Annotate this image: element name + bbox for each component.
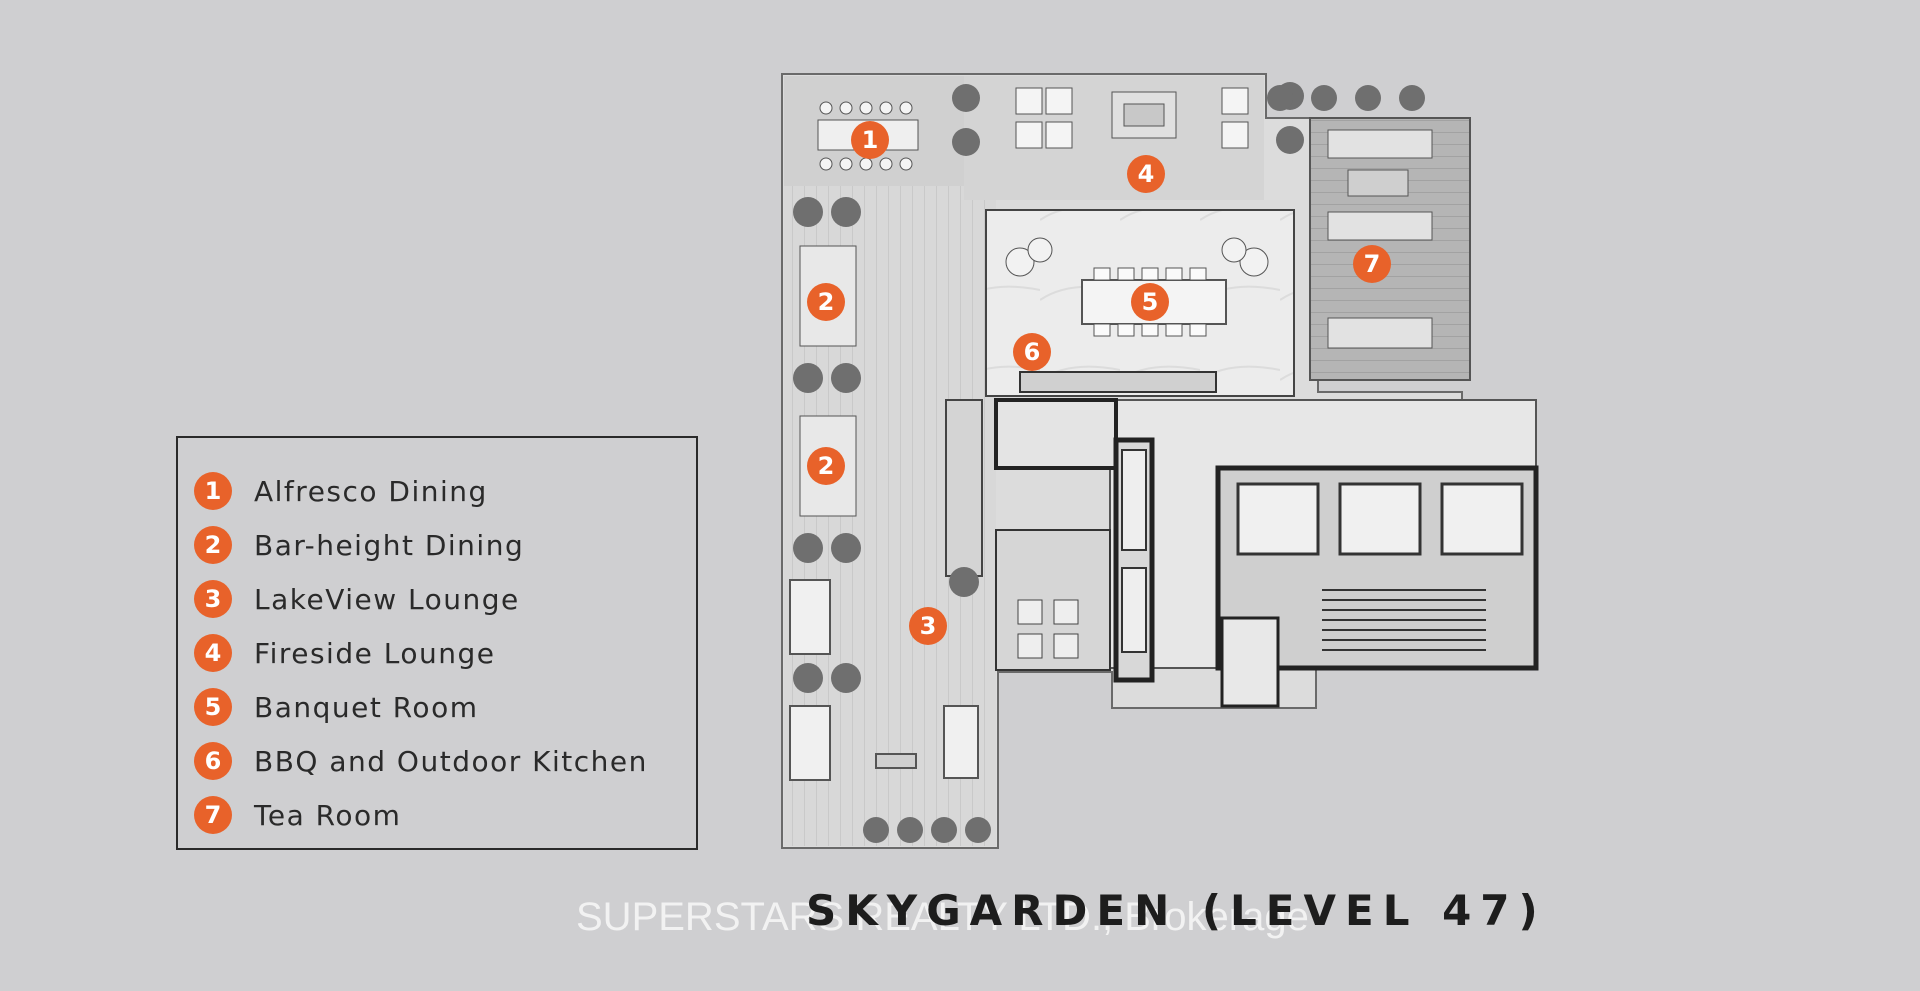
service-core	[945, 398, 1280, 708]
marker-circle	[1353, 245, 1391, 283]
plan-markers: 1 2 2 3 4 5 6 7	[807, 121, 1391, 645]
legend-number-badge: 7	[194, 796, 232, 834]
plan-marker: 5	[1131, 283, 1169, 321]
legend-item: 5 Banquet Room	[194, 680, 696, 734]
legend: 1 Alfresco Dining 2 Bar-height Dining 3 LakeV…	[176, 436, 698, 850]
lobby	[1109, 399, 1539, 671]
marker-number: 1	[862, 126, 879, 154]
legend-label: LakeView Lounge	[254, 582, 520, 616]
marker-circle	[1013, 333, 1051, 371]
legend-number-badge: 3	[194, 580, 232, 618]
legend-item: 3 LakeView Lounge	[194, 572, 696, 626]
legend-label: BBQ and Outdoor Kitchen	[254, 744, 648, 778]
marker-number: 3	[920, 612, 937, 640]
marker-circle	[807, 283, 845, 321]
plan-title: SKYGARDEN (LEVEL 47)	[806, 886, 1547, 935]
plan-marker: 3	[909, 607, 947, 645]
legend-number-badge: 2	[194, 526, 232, 564]
marker-circle	[1127, 155, 1165, 193]
marker-number: 4	[1138, 160, 1155, 188]
marker-number: 2	[818, 452, 835, 480]
plan-marker: 7	[1353, 245, 1391, 283]
marker-number: 6	[1024, 338, 1041, 366]
marker-circle	[807, 447, 845, 485]
plan-marker: 6	[1013, 333, 1051, 371]
legend-label: Alfresco Dining	[254, 474, 488, 508]
legend-item: 1 Alfresco Dining	[194, 464, 696, 518]
legend-label: Fireside Lounge	[254, 636, 496, 670]
legend-number-badge: 1	[194, 472, 232, 510]
legend-number-badge: 5	[194, 688, 232, 726]
plan-marker: 4	[1127, 155, 1165, 193]
marker-circle	[851, 121, 889, 159]
lakeview-room	[995, 529, 1111, 671]
tea-room	[1309, 117, 1471, 381]
marker-circle	[1131, 283, 1169, 321]
marker-number: 7	[1364, 250, 1381, 278]
legend-label: Bar-height Dining	[254, 528, 525, 562]
lakeview-sofas	[789, 579, 979, 781]
marker-number: 2	[818, 288, 835, 316]
legend-label: Tea Room	[254, 798, 402, 832]
plan-marker: 2	[807, 283, 845, 321]
legend-number-badge: 4	[194, 634, 232, 672]
marker-circle	[909, 607, 947, 645]
legend-item: 2 Bar-height Dining	[194, 518, 696, 572]
legend-item: 6 BBQ and Outdoor Kitchen	[194, 734, 696, 788]
legend-item: 7 Tea Room	[194, 788, 696, 842]
fireside-furniture	[1015, 87, 1249, 149]
plan-marker: 1	[851, 121, 889, 159]
marker-number: 5	[1142, 288, 1159, 316]
plan-marker: 2	[807, 447, 845, 485]
watermark: SUPERSTARS REALTY LTD., Brokerage	[576, 895, 1309, 939]
legend-number-badge: 6	[194, 742, 232, 780]
legend-label: Banquet Room	[254, 690, 479, 724]
legend-item: 4 Fireside Lounge	[194, 626, 696, 680]
planters	[793, 82, 1425, 843]
